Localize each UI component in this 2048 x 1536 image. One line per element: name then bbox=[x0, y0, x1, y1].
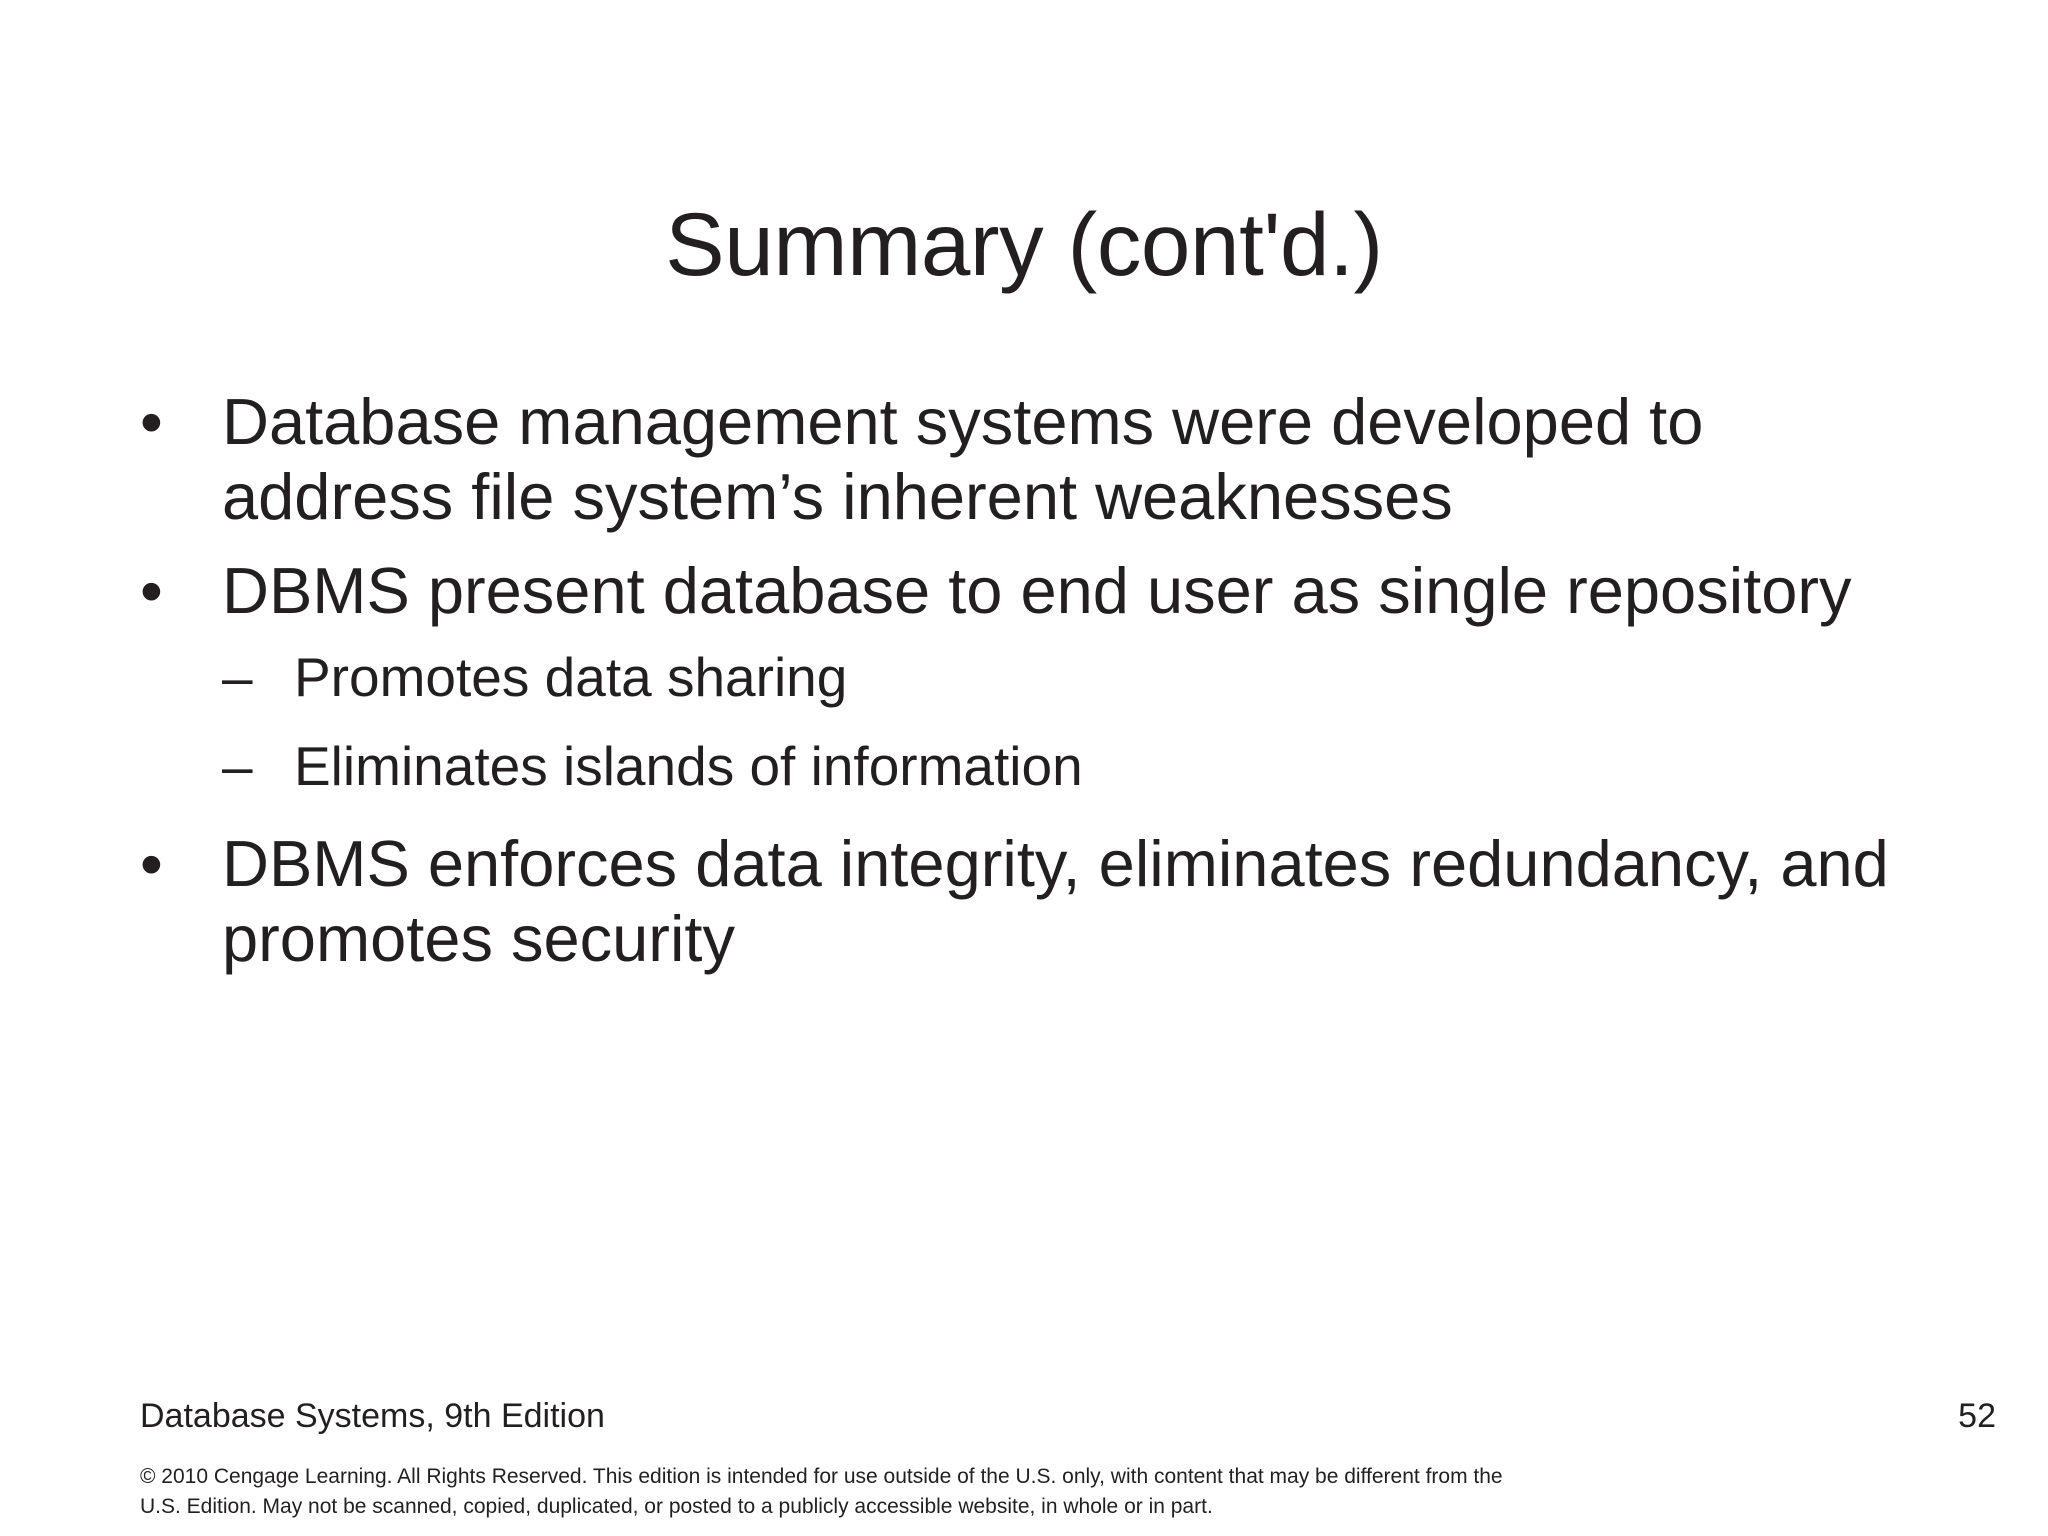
list-item: • Database management systems were devel… bbox=[118, 384, 1948, 535]
bullet-marker-icon: • bbox=[140, 826, 163, 900]
sub-bullet-text: Eliminates islands of information bbox=[294, 734, 1083, 797]
sub-bullet-list: – Promotes data sharing – Eliminates isl… bbox=[222, 646, 1948, 797]
bullet-marker-icon: • bbox=[140, 385, 163, 458]
list-item: • DBMS enforces data integrity, eliminat… bbox=[118, 826, 1948, 977]
slide-footer: Database Systems, 9th Edition 52 bbox=[0, 1397, 2048, 1444]
list-item: – Promotes data sharing bbox=[222, 646, 1948, 709]
page-title: Summary (cont'd.) bbox=[665, 193, 1383, 294]
list-item: – Eliminates islands of information bbox=[222, 735, 1948, 798]
bullet-text: DBMS enforces data integrity, eliminates… bbox=[222, 826, 1889, 975]
copyright-line-2: U.S. Edition. May not be scanned, copied… bbox=[140, 1494, 1213, 1518]
page-number: 52 bbox=[1958, 1397, 1996, 1435]
list-item: • DBMS present database to end user as s… bbox=[118, 553, 1948, 798]
copyright-line-1: © 2010 Cengage Learning. All Rights Rese… bbox=[140, 1465, 1503, 1488]
sub-bullet-text: Promotes data sharing bbox=[294, 646, 848, 709]
dash-marker-icon: – bbox=[222, 646, 253, 709]
footer-source-label: Database Systems, 9th Edition bbox=[140, 1397, 605, 1435]
dash-marker-icon: – bbox=[222, 734, 253, 797]
copyright-notice: © 2010 Cengage Learning. All Rights Rese… bbox=[140, 1462, 1940, 1522]
bullet-text: Database management systems were develop… bbox=[222, 385, 1704, 534]
bullet-marker-icon: • bbox=[140, 553, 163, 627]
bullet-list: • Database management systems were devel… bbox=[118, 384, 1948, 976]
bullet-text: DBMS present database to end user as sin… bbox=[222, 553, 1852, 627]
slide-body: • Database management systems were devel… bbox=[118, 384, 1948, 988]
